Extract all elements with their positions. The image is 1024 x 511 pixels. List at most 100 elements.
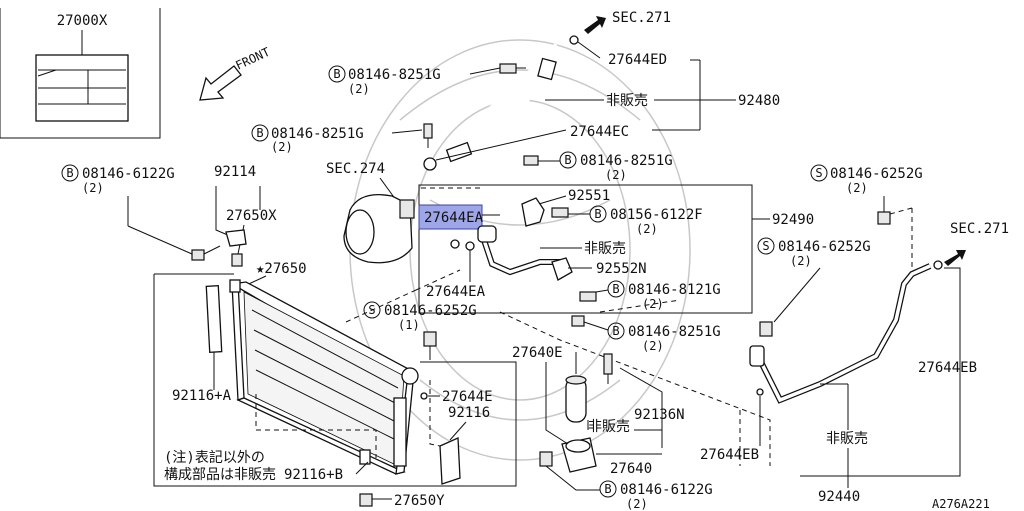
seal-92116-a xyxy=(205,285,223,353)
upper-refrigerant-pipe xyxy=(422,43,558,171)
bolt-08146-6252g-b-label: 08146-6252G xyxy=(778,239,871,255)
svg-text:B: B xyxy=(612,282,619,296)
part-27650-label: ★27650 xyxy=(256,261,307,277)
part-92116b-label: 92116+B xyxy=(284,467,343,483)
bolt-08156-6122f-label: 08156-6122F xyxy=(610,207,703,223)
front-direction-arrow: FRONT xyxy=(199,45,272,101)
callout-27644ec: 27644EC xyxy=(435,124,700,161)
part-92551-label: 92551 xyxy=(568,188,610,204)
callout-08146-6122g-b: B 08146-6122G (2) xyxy=(539,451,713,511)
svg-text:(2): (2) xyxy=(82,181,104,195)
bolt-08146-8251g-label: 08146-8251G xyxy=(348,67,441,83)
part-92116-label: 92116 xyxy=(448,405,490,421)
part-92552n-label: 92552N xyxy=(596,261,647,277)
callout-08146-6252g-a: S 08146-6252G (2) xyxy=(810,164,923,225)
part-27644ec-label: 27644EC xyxy=(570,124,629,140)
highlight-27644ea xyxy=(418,204,483,230)
bolt-08146-6252g-c-label: 08146-6252G xyxy=(384,303,477,319)
front-label: FRONT xyxy=(233,45,272,73)
bolt-08146-8121g-label: 08146-8121G xyxy=(628,282,721,298)
svg-text:S: S xyxy=(815,166,822,180)
part-92114-label: 92114 xyxy=(214,164,256,180)
svg-text:(2): (2) xyxy=(605,168,627,182)
callout-08146-8251g-a: B 08146-8251G (2) xyxy=(328,65,501,96)
note-line-1: (注)表記以外の xyxy=(164,449,265,466)
svg-text:(2): (2) xyxy=(642,297,664,311)
svg-text:(2): (2) xyxy=(271,140,293,154)
part-27644ea-label: 27644EA xyxy=(426,284,486,300)
part-27644ed-label: 27644ED xyxy=(608,52,667,68)
svg-text:S: S xyxy=(762,239,769,253)
part-92480-label: 92480 xyxy=(738,93,780,109)
bracket-92552n xyxy=(551,257,573,281)
callout-08146-6122g-a: B 08146-6122G (2) xyxy=(61,164,221,261)
svg-text:(2): (2) xyxy=(642,339,664,353)
part-27644eb-b-label: 27644EB xyxy=(700,447,759,463)
callout-08146-8251g-d: B 08146-8251G (2) xyxy=(571,315,721,353)
callout-27644ed: 27644ED xyxy=(577,41,701,130)
seal-92116 xyxy=(439,437,461,485)
part-92116a-label: 92116+A xyxy=(172,388,232,404)
sec271-right-arrow: SEC.271 xyxy=(933,221,1009,270)
not-sold-label-2: 非販売 xyxy=(584,241,626,257)
svg-text:B: B xyxy=(564,153,571,167)
svg-text:B: B xyxy=(333,67,340,81)
sec271-right-label: SEC.271 xyxy=(950,221,1009,237)
not-sold-label-3: 非販売 xyxy=(588,419,630,435)
svg-text:(1): (1) xyxy=(398,318,420,332)
part-92136n-label: 92136N xyxy=(634,407,685,423)
label-plate-box: 27000X xyxy=(0,8,161,139)
svg-text:(2): (2) xyxy=(790,254,812,268)
svg-text:S: S xyxy=(368,303,375,317)
part-27650x-label: 27650X xyxy=(226,208,277,224)
svg-text:(2): (2) xyxy=(846,181,868,195)
part-27000x-label: 27000X xyxy=(57,13,108,29)
callout-27650y: 27650Y xyxy=(359,493,445,509)
part-27650y-label: 27650Y xyxy=(394,493,445,509)
condenser-assembly-box: ★27650 xyxy=(153,261,517,487)
part-27644eb-a-label: 27644EB xyxy=(918,360,977,376)
bolt-08146-8251g-b-label: 08146-8251G xyxy=(271,126,364,142)
note-line-2: 構成部品は非販売 xyxy=(164,467,276,483)
part-92440-label: 92440 xyxy=(818,489,860,505)
svg-text:B: B xyxy=(604,482,611,496)
compressor xyxy=(343,193,415,264)
bolt-08146-6122g-a-label: 08146-6122G xyxy=(82,166,175,182)
bolt-08146-8251g-c-label: 08146-8251G xyxy=(580,153,673,169)
pipe-fitting-27644ea xyxy=(477,225,497,243)
callout-08146-8251g-c: B 08146-8251G (2) xyxy=(523,151,673,182)
sec271-top-arrow: SEC.271 xyxy=(569,10,671,45)
part-92490-label: 92490 xyxy=(772,212,814,228)
diagram-code: A276A221 xyxy=(932,497,990,511)
assembly-box-92490: 92490 27644EA 92551 B 08156-6122F (2) 非販… xyxy=(418,184,814,314)
bolt-top-b xyxy=(423,123,433,148)
right-refrigerant-pipe-92440 xyxy=(749,263,932,404)
seal-92116-right xyxy=(393,397,407,467)
bolt-08146-6122g-b-label: 08146-6122G xyxy=(620,482,713,498)
bolt-08146-6252g-a-label: 08146-6252G xyxy=(830,166,923,182)
svg-text:B: B xyxy=(594,207,601,221)
svg-text:B: B xyxy=(612,324,619,338)
callout-08146-6252g-b: S 08146-6252G (2) xyxy=(757,237,871,323)
bolt-top-a xyxy=(499,63,526,74)
sec271-top-label: SEC.271 xyxy=(612,10,671,26)
clip-92114 xyxy=(225,229,247,247)
condenser-core xyxy=(229,279,419,475)
part-27644ea-highlighted-label: 27644EA xyxy=(424,210,484,226)
bolt-08146-8251g-d-label: 08146-8251G xyxy=(628,324,721,340)
receiver-drier-27640: 27640E 非販売 92136N 27640 xyxy=(512,345,685,477)
callout-92480: 非販売 92480 xyxy=(545,93,780,109)
not-sold-label-4: 非販売 xyxy=(826,431,868,447)
callout-08146-8251g-b: B 08146-8251G (2) xyxy=(251,124,423,154)
callout-92114: 92114 27650X xyxy=(214,164,277,267)
not-sold-label-1: 非販売 xyxy=(606,93,648,109)
part-27644e-label: 27644E xyxy=(442,389,493,405)
svg-text:B: B xyxy=(256,126,263,140)
sec274-label: SEC.274 xyxy=(326,161,385,177)
part-27640-label: 27640 xyxy=(610,461,652,477)
svg-text:B: B xyxy=(66,166,73,180)
bracket-92551 xyxy=(521,197,545,227)
svg-text:(2): (2) xyxy=(348,82,370,96)
svg-text:(2): (2) xyxy=(636,222,658,236)
